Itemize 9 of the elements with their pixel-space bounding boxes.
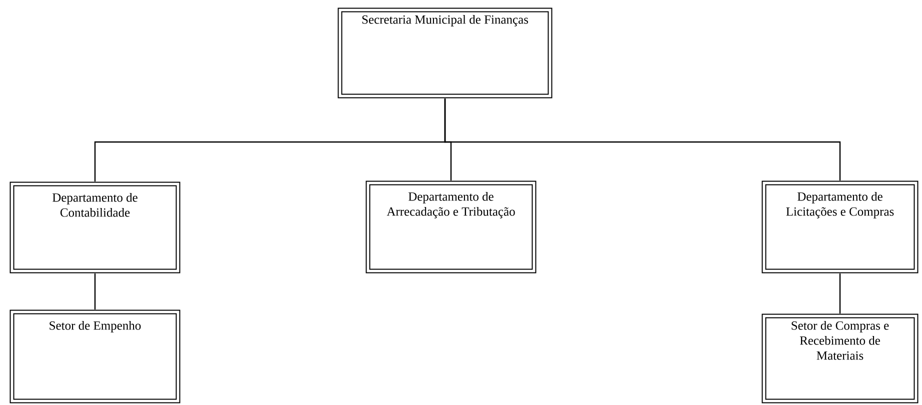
connector-line xyxy=(94,274,96,310)
org-box: Departamento de Arrecadação e Tributação xyxy=(366,180,536,274)
org-box: Secretaria Municipal de Finanças xyxy=(338,8,552,98)
org-box: Setor de Empenho xyxy=(10,310,180,404)
org-box: Departamento de Licitações e Compras xyxy=(762,180,918,274)
org-box: Setor de Compras e Recebimento de Materiais xyxy=(762,314,918,404)
connector-line xyxy=(839,274,841,314)
connector-line xyxy=(444,98,841,180)
org-box: Departamento de Contabilidade xyxy=(10,182,180,274)
